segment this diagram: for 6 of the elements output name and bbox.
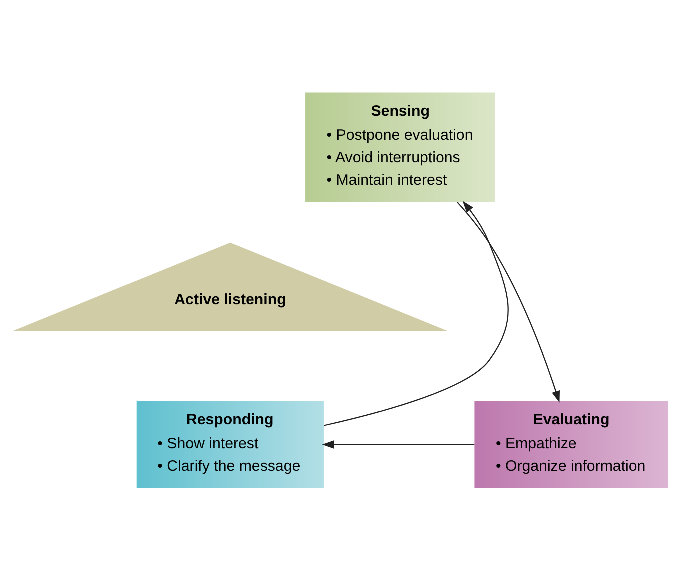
node-box: Sensing • Postpone evaluation • Avoid interruptions • Maintain interest bbox=[306, 92, 496, 202]
node-box: Evaluating • Empathize • Organize information bbox=[474, 400, 668, 488]
arrow bbox=[322, 440, 475, 448]
node-box: Responding • Show interest • Clarify the message bbox=[136, 400, 324, 488]
arrow bbox=[457, 202, 560, 402]
arrow bbox=[324, 200, 509, 426]
